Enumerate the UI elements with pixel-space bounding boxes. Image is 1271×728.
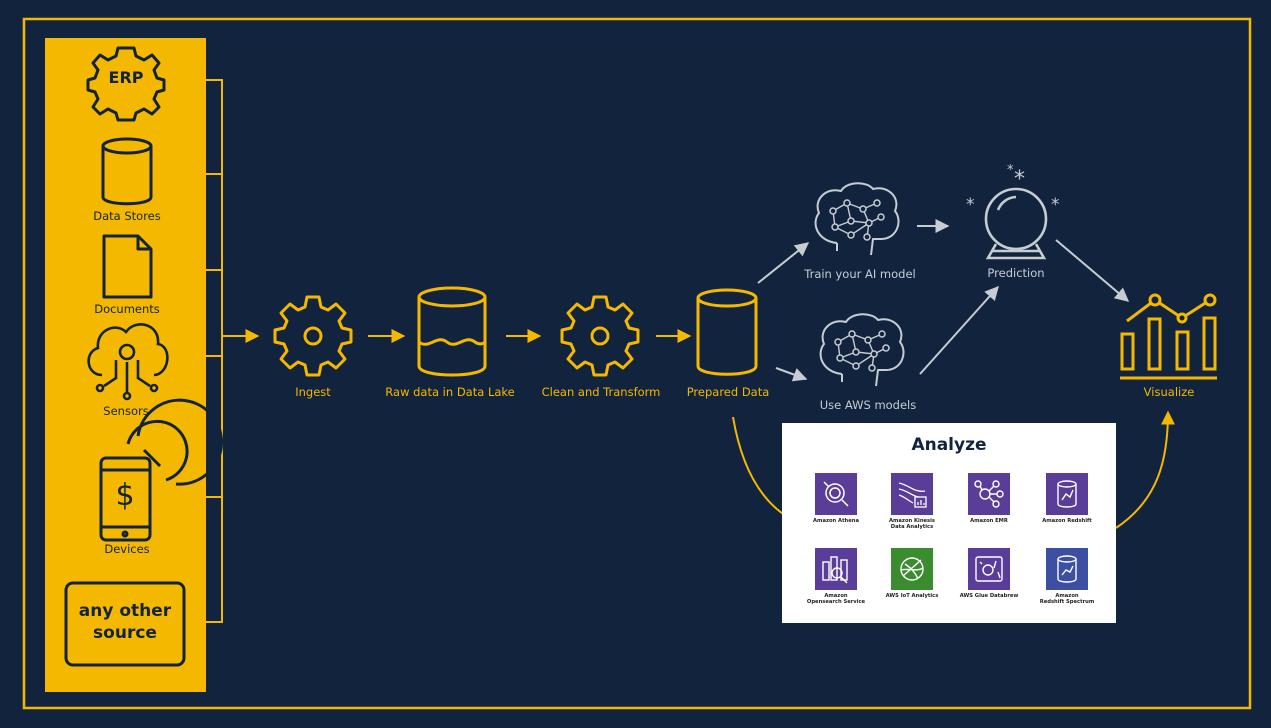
dollar-sign-icon: $ bbox=[115, 478, 135, 513]
visualize-chart-icon bbox=[1120, 293, 1217, 380]
service-name: Amazon Opensearch Service bbox=[806, 593, 866, 606]
service-name: Amazon Redshift bbox=[1042, 518, 1092, 524]
raw-data-label: Raw data in Data Lake bbox=[385, 385, 515, 399]
analyze-title: Analyze bbox=[911, 435, 987, 455]
arrow-prediction-to-visualize bbox=[1055, 239, 1130, 302]
arrow-aws-to-prediction bbox=[919, 285, 999, 375]
clean-transform-icon bbox=[560, 295, 640, 377]
visualize-label: Visualize bbox=[1143, 385, 1195, 399]
svg-text:*: * bbox=[966, 195, 975, 215]
svg-text:*: * bbox=[1007, 163, 1014, 178]
devices-icon bbox=[99, 398, 224, 542]
devices-label: Devices bbox=[104, 542, 150, 556]
glue-databrew-icon bbox=[968, 548, 1010, 590]
service-name: Amazon Redshift Spectrum bbox=[1039, 593, 1095, 606]
svg-text:*: * bbox=[1014, 167, 1025, 192]
data-stores-label: Data Stores bbox=[93, 209, 161, 223]
data-stores-icon bbox=[101, 137, 153, 206]
emr-icon bbox=[968, 473, 1010, 515]
service-athena: Amazon Athena bbox=[794, 473, 878, 524]
ingest-label: Ingest bbox=[295, 385, 331, 399]
service-name: Amazon Athena bbox=[813, 518, 859, 524]
analyze-panel: Analyze Amazon Athena Amazon Kinesis Dat… bbox=[782, 423, 1116, 623]
prediction-label: Prediction bbox=[987, 266, 1045, 280]
prediction-crystal-ball-icon bbox=[984, 187, 1048, 260]
service-name: Amazon EMR bbox=[970, 518, 1008, 524]
service-emr: Amazon EMR bbox=[947, 473, 1031, 524]
service-opensearch: Amazon Opensearch Service bbox=[794, 548, 878, 606]
service-name: AWS Glue Databrew bbox=[959, 593, 1019, 599]
source-bracket bbox=[206, 79, 223, 623]
train-ai-label: Train your AI model bbox=[804, 267, 916, 281]
service-redshift-spectrum: Amazon Redshift Spectrum bbox=[1025, 548, 1109, 606]
service-redshift: Amazon Redshift bbox=[1025, 473, 1109, 524]
documents-icon bbox=[102, 234, 153, 299]
arrow-analyze-to-visualize bbox=[1115, 410, 1175, 529]
clean-transform-label: Clean and Transform bbox=[541, 385, 661, 399]
aws-models-brain-icon bbox=[819, 313, 905, 387]
erp-icon bbox=[86, 46, 166, 122]
other-source-box bbox=[64, 581, 186, 667]
svg-text:*: * bbox=[1051, 195, 1060, 215]
sensors-label: Sensors bbox=[103, 404, 149, 418]
sensors-icon bbox=[87, 323, 169, 401]
erp-label: ERP bbox=[108, 68, 144, 87]
redshift-spectrum-icon bbox=[1046, 548, 1088, 590]
other-source-label: any other source bbox=[78, 601, 172, 643]
service-name: Amazon Kinesis Data Analytics bbox=[889, 518, 935, 531]
train-ai-brain-icon bbox=[814, 182, 900, 256]
prepared-data-icon bbox=[696, 288, 758, 376]
opensearch-icon bbox=[815, 548, 857, 590]
ingest-icon bbox=[273, 295, 353, 377]
documents-label: Documents bbox=[94, 302, 160, 316]
service-name: AWS IoT Analytics bbox=[885, 593, 939, 599]
prepared-data-label: Prepared Data bbox=[686, 385, 770, 399]
arrow-prepared-to-aws-models bbox=[775, 367, 808, 382]
sources-column bbox=[45, 38, 206, 692]
iot-analytics-icon bbox=[891, 548, 933, 590]
kinesis-icon bbox=[891, 473, 933, 515]
aws-models-label: Use AWS models bbox=[819, 398, 917, 412]
service-glue-databrew: AWS Glue Databrew bbox=[947, 548, 1031, 599]
redshift-icon bbox=[1046, 473, 1088, 515]
arrow-prepared-to-analyze bbox=[732, 416, 787, 517]
athena-icon bbox=[815, 473, 857, 515]
service-iot-analytics: AWS IoT Analytics bbox=[870, 548, 954, 599]
sparkle-icons: ** ** bbox=[966, 163, 1060, 215]
raw-data-lake-icon bbox=[417, 286, 487, 377]
arrow-prepared-to-train bbox=[757, 242, 810, 284]
service-kinesis: Amazon Kinesis Data Analytics bbox=[870, 473, 954, 531]
